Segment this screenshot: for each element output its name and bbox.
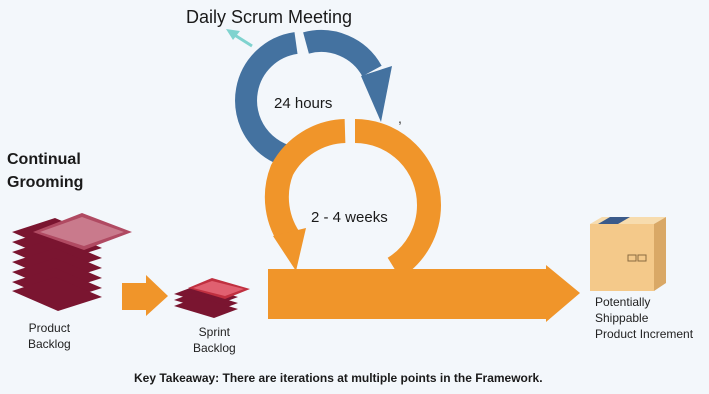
sprint-backlog-stack-icon bbox=[174, 278, 250, 318]
grooming-line-2: Grooming bbox=[7, 174, 84, 191]
grooming-line-1: Continual bbox=[7, 151, 81, 168]
product-backlog-line-2: Backlog bbox=[28, 337, 71, 351]
shipping-box-icon bbox=[590, 217, 666, 291]
stray-mark: , bbox=[398, 110, 402, 126]
increment-line-2: Shippable bbox=[595, 311, 649, 325]
sprint-cycle-label: 2 - 4 weeks bbox=[311, 209, 388, 226]
product-backlog-stack-icon bbox=[12, 213, 132, 311]
backlog-transfer-arrow bbox=[122, 275, 168, 316]
daily-scrum-loop bbox=[235, 30, 392, 169]
key-takeaway: Key Takeaway: There are iterations at mu… bbox=[134, 371, 543, 385]
teal-pointer-arrow bbox=[226, 29, 253, 48]
increment-line-1: Potentially bbox=[595, 295, 651, 309]
sprint-backlog-line-1: Sprint bbox=[198, 325, 231, 339]
continual-grooming-label: Continual Grooming bbox=[7, 148, 83, 194]
sprint-backlog-line-2: Backlog bbox=[193, 341, 236, 355]
increment-line-3: Product Increment bbox=[595, 327, 694, 341]
sprint-backlog-label: Sprint Backlog bbox=[193, 324, 236, 356]
product-backlog-line-1: Product bbox=[28, 321, 71, 335]
sprint-loop bbox=[264, 118, 442, 279]
daily-scrum-title: Daily Scrum Meeting bbox=[186, 7, 353, 27]
product-increment-label: Potentially Shippable Product Increment bbox=[595, 294, 693, 342]
product-backlog-label: Product Backlog bbox=[28, 320, 71, 352]
daily-cycle-label: 24 hours bbox=[274, 95, 333, 112]
main-flow-arrow bbox=[268, 265, 580, 322]
